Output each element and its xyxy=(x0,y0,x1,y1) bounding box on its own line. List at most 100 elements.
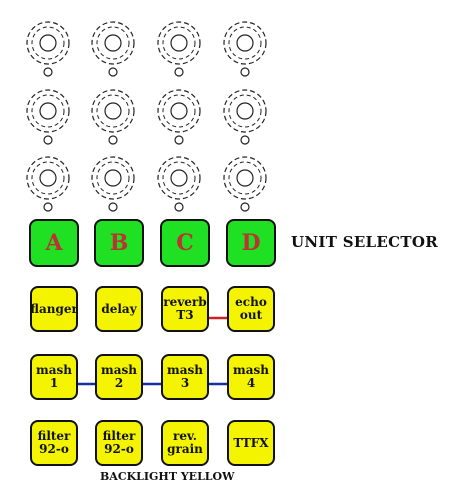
knob-cap xyxy=(39,169,57,187)
button-label-line1: filter xyxy=(102,429,136,443)
knob-cap xyxy=(236,169,254,187)
filter-92o-button-2[interactable]: filter 92-o xyxy=(95,420,143,466)
knob-led xyxy=(240,202,250,212)
knob[interactable] xyxy=(157,21,201,77)
knob-cap xyxy=(104,34,122,52)
filter-92o-button-1[interactable]: filter 92-o xyxy=(30,420,78,466)
knob[interactable] xyxy=(26,89,70,145)
button-label-line2: out xyxy=(239,308,263,322)
mash-3-button[interactable]: mash 3 xyxy=(161,354,209,400)
knob-cap xyxy=(170,102,188,120)
knob-ring-inner xyxy=(162,26,196,60)
knob-led xyxy=(174,202,184,212)
knob-led xyxy=(240,135,250,145)
unit-button-label: B xyxy=(109,230,129,256)
knob[interactable] xyxy=(91,21,135,77)
knob-led xyxy=(174,135,184,145)
knob[interactable] xyxy=(91,156,135,212)
knob[interactable] xyxy=(26,156,70,212)
knob-ring-inner xyxy=(31,26,65,60)
echo-out-button[interactable]: echo out xyxy=(227,286,275,332)
knob-ring xyxy=(91,156,135,200)
knob-ring xyxy=(223,89,267,133)
backlight-label: BACKLIGHT YELLOW xyxy=(100,470,235,483)
knob-grid xyxy=(26,21,267,212)
knob-ring-inner xyxy=(31,94,65,128)
knob-ring xyxy=(157,156,201,200)
knob-cap xyxy=(39,102,57,120)
knob-led xyxy=(174,67,184,77)
knob-cap xyxy=(104,102,122,120)
button-label-line1: rev. xyxy=(173,429,197,443)
knob-cap xyxy=(170,169,188,187)
knob-led xyxy=(43,67,53,77)
button-label-line1: mash xyxy=(101,363,137,377)
knob-ring-inner xyxy=(96,94,130,128)
knob-ring-inner xyxy=(162,94,196,128)
knob-ring xyxy=(91,89,135,133)
button-label-line2: 3 xyxy=(180,376,190,390)
knob[interactable] xyxy=(223,156,267,212)
knob-ring xyxy=(157,21,201,65)
unit-button-d[interactable]: D xyxy=(226,219,276,267)
ttfx-button[interactable]: TTFX xyxy=(227,420,275,466)
knob[interactable] xyxy=(157,89,201,145)
knob-cap xyxy=(104,169,122,187)
button-label-line2: 2 xyxy=(114,376,124,390)
mash-2-button[interactable]: mash 2 xyxy=(95,354,143,400)
knob-ring-inner xyxy=(162,161,196,195)
knob-ring xyxy=(223,156,267,200)
knob-led xyxy=(43,202,53,212)
button-label-line2: 1 xyxy=(49,376,59,390)
button-label-line1: TTFX xyxy=(233,435,269,450)
button-label-line2: 92-o xyxy=(104,442,134,456)
knob-led xyxy=(43,135,53,145)
knob[interactable] xyxy=(157,156,201,212)
knob-ring-inner xyxy=(31,161,65,195)
knob-led xyxy=(108,67,118,77)
button-label-line1: reverb xyxy=(163,295,207,309)
button-label-line1: delay xyxy=(101,301,137,316)
button-label-line1: mash xyxy=(36,363,72,377)
knob[interactable] xyxy=(223,21,267,77)
knob-ring-inner xyxy=(228,94,262,128)
knob[interactable] xyxy=(223,89,267,145)
button-label-line2: grain xyxy=(167,442,203,456)
button-label-line1: mash xyxy=(233,363,269,377)
rev-grain-button[interactable]: rev. grain xyxy=(161,420,209,466)
knob-led xyxy=(108,135,118,145)
knob-led xyxy=(108,202,118,212)
unit-button-b[interactable]: B xyxy=(94,219,144,267)
button-label-line1: filter xyxy=(37,429,71,443)
knob-ring-inner xyxy=(96,161,130,195)
button-label-line1: mash xyxy=(167,363,203,377)
unit-button-label: A xyxy=(45,230,63,256)
knob-ring xyxy=(26,21,70,65)
knob-ring-inner xyxy=(228,161,262,195)
button-label-line1: echo xyxy=(235,295,267,309)
knob-ring xyxy=(26,156,70,200)
knob-ring xyxy=(223,21,267,65)
knob[interactable] xyxy=(91,89,135,145)
knob-ring xyxy=(91,21,135,65)
reverb-t3-button[interactable]: reverb T3 xyxy=(161,286,209,332)
unit-button-label: C xyxy=(176,230,194,256)
knob-cap xyxy=(236,102,254,120)
knob-ring-inner xyxy=(228,26,262,60)
unit-button-label: D xyxy=(241,230,261,256)
knob-cap xyxy=(170,34,188,52)
unit-button-a[interactable]: A xyxy=(29,219,79,267)
unit-selector-label: UNIT SELECTOR xyxy=(291,233,438,251)
knob-ring xyxy=(157,89,201,133)
button-label-line2: 4 xyxy=(246,376,256,390)
knob[interactable] xyxy=(26,21,70,77)
flanger-button[interactable]: flanger xyxy=(30,286,78,332)
delay-button[interactable]: delay xyxy=(95,286,143,332)
button-label-line2: 92-o xyxy=(39,442,69,456)
knob-ring xyxy=(26,89,70,133)
button-label-line1: flanger xyxy=(30,301,78,316)
mash-1-button[interactable]: mash 1 xyxy=(30,354,78,400)
unit-button-c[interactable]: C xyxy=(160,219,210,267)
mash-4-button[interactable]: mash 4 xyxy=(227,354,275,400)
knob-cap xyxy=(39,34,57,52)
